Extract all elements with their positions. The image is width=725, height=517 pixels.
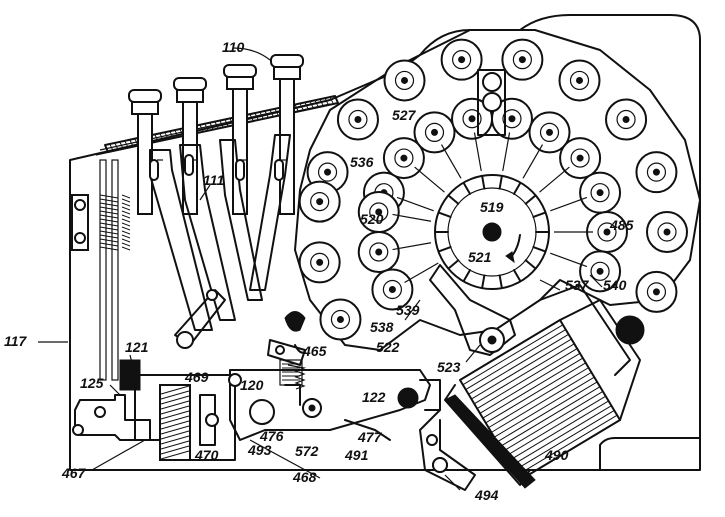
label-537: 537 bbox=[565, 277, 590, 293]
label-539: 539 bbox=[396, 302, 420, 318]
label-527: 527 bbox=[392, 107, 417, 123]
label-493: 493 bbox=[247, 442, 272, 458]
label-536: 536 bbox=[350, 154, 374, 170]
magnet-coil-490 bbox=[432, 284, 645, 489]
label-477: 477 bbox=[357, 429, 383, 445]
bottom-linkage bbox=[72, 339, 476, 491]
key-stems bbox=[128, 54, 304, 215]
label-120: 120 bbox=[240, 377, 264, 393]
label-494: 494 bbox=[474, 487, 499, 503]
label-519: 519 bbox=[480, 199, 504, 215]
label-467: 467 bbox=[61, 465, 87, 481]
label-469: 469 bbox=[184, 369, 209, 385]
label-122: 122 bbox=[362, 389, 386, 405]
pawl-465 bbox=[279, 311, 306, 386]
label-491: 491 bbox=[344, 447, 369, 463]
label-125: 125 bbox=[80, 375, 104, 391]
key-levers bbox=[149, 134, 291, 349]
label-468: 468 bbox=[292, 469, 317, 485]
reference-numerals: 110 111 117 121 125 120 122 465 467 468 … bbox=[4, 39, 634, 503]
label-520: 520 bbox=[360, 211, 384, 227]
label-490: 490 bbox=[544, 447, 569, 463]
label-540: 540 bbox=[603, 277, 627, 293]
label-111: 111 bbox=[203, 172, 224, 188]
label-470: 470 bbox=[194, 447, 219, 463]
label-465: 465 bbox=[302, 343, 327, 359]
left-spring-assembly bbox=[71, 159, 141, 391]
label-522: 522 bbox=[376, 339, 400, 355]
label-521: 521 bbox=[468, 249, 492, 265]
label-121: 121 bbox=[125, 339, 149, 355]
label-485: 485 bbox=[609, 217, 634, 233]
label-110: 110 bbox=[222, 39, 245, 55]
label-117: 117 bbox=[4, 333, 28, 349]
label-523: 523 bbox=[437, 359, 461, 375]
label-572: 572 bbox=[295, 443, 319, 459]
label-538: 538 bbox=[370, 319, 394, 335]
label-476: 476 bbox=[259, 428, 284, 444]
rotor-assembly bbox=[294, 29, 701, 356]
leader-lines bbox=[38, 47, 603, 491]
